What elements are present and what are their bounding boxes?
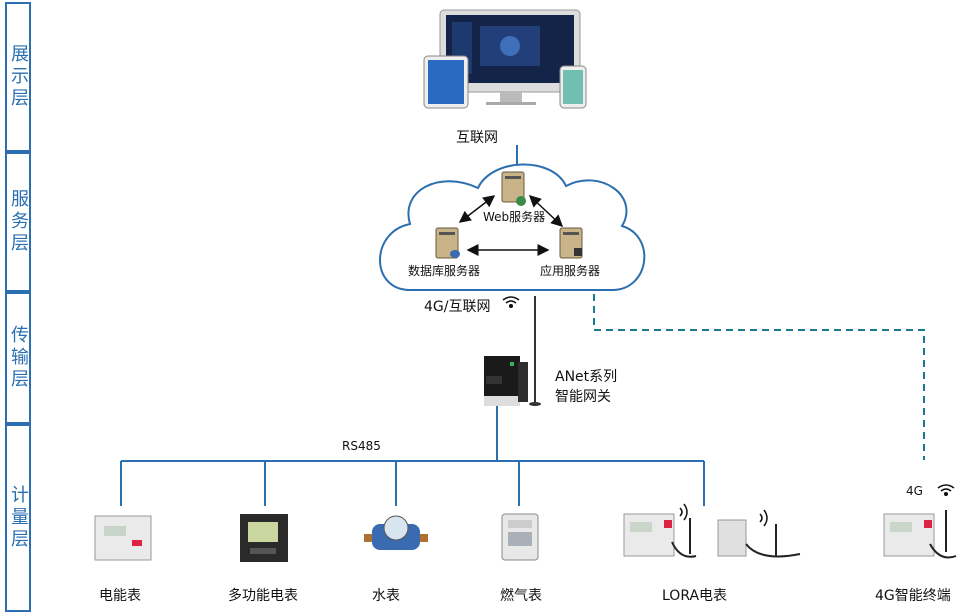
device-label-gas-meter: 燃气表 bbox=[500, 588, 542, 604]
rs485-label: RS485 bbox=[342, 439, 381, 453]
wifi-icon-4g bbox=[937, 484, 955, 497]
monitor-icon bbox=[439, 9, 581, 105]
arrow-web-db bbox=[458, 195, 496, 223]
lora-gateway-icon bbox=[717, 509, 801, 558]
layer-display: 展示层 bbox=[5, 2, 31, 152]
lora-meter-icon bbox=[623, 503, 697, 558]
gateway-icon bbox=[484, 356, 528, 406]
layer-transport: 传输层 bbox=[5, 292, 31, 424]
multifunction-meter-icon bbox=[240, 514, 288, 562]
db-server-label: 数据库服务器 bbox=[408, 264, 481, 278]
db-server-icon bbox=[435, 227, 460, 259]
gas-meter-icon bbox=[501, 513, 539, 561]
internet-label: 互联网 bbox=[456, 130, 498, 146]
uplink-label: 4G/互联网 bbox=[424, 299, 491, 315]
app-server-icon bbox=[559, 227, 583, 259]
device-label-water-meter: 水表 bbox=[372, 588, 400, 604]
web-server-label: Web服务器 bbox=[483, 210, 546, 224]
arrow-web-app bbox=[528, 194, 564, 228]
device-label-multifunction-meter: 多功能电表 bbox=[228, 588, 298, 604]
phone-icon bbox=[559, 65, 587, 109]
app-server-label: 应用服务器 bbox=[540, 264, 601, 278]
water-meter-icon bbox=[364, 515, 428, 550]
tablet-icon bbox=[423, 55, 469, 109]
wifi-icon bbox=[502, 296, 520, 309]
4g-terminal-icon bbox=[883, 510, 957, 559]
cloud-shape bbox=[379, 163, 646, 291]
device-label-4g-terminal: 4G智能终端 bbox=[875, 588, 951, 604]
4g-label: 4G bbox=[906, 484, 923, 498]
gateway-label-line1: ANet系列 bbox=[555, 369, 618, 385]
device-label-energy-meter: 电能表 bbox=[99, 588, 141, 604]
layer-service: 服务层 bbox=[5, 152, 31, 292]
web-server-icon bbox=[501, 171, 526, 206]
gateway-label-line2: 智能网关 bbox=[555, 389, 611, 405]
layer-metering: 计量层 bbox=[5, 424, 31, 612]
energy-meter-icon bbox=[94, 515, 152, 561]
dashed-4g-link bbox=[593, 294, 925, 460]
device-label-lora-meter: LORA电表 bbox=[662, 588, 728, 604]
